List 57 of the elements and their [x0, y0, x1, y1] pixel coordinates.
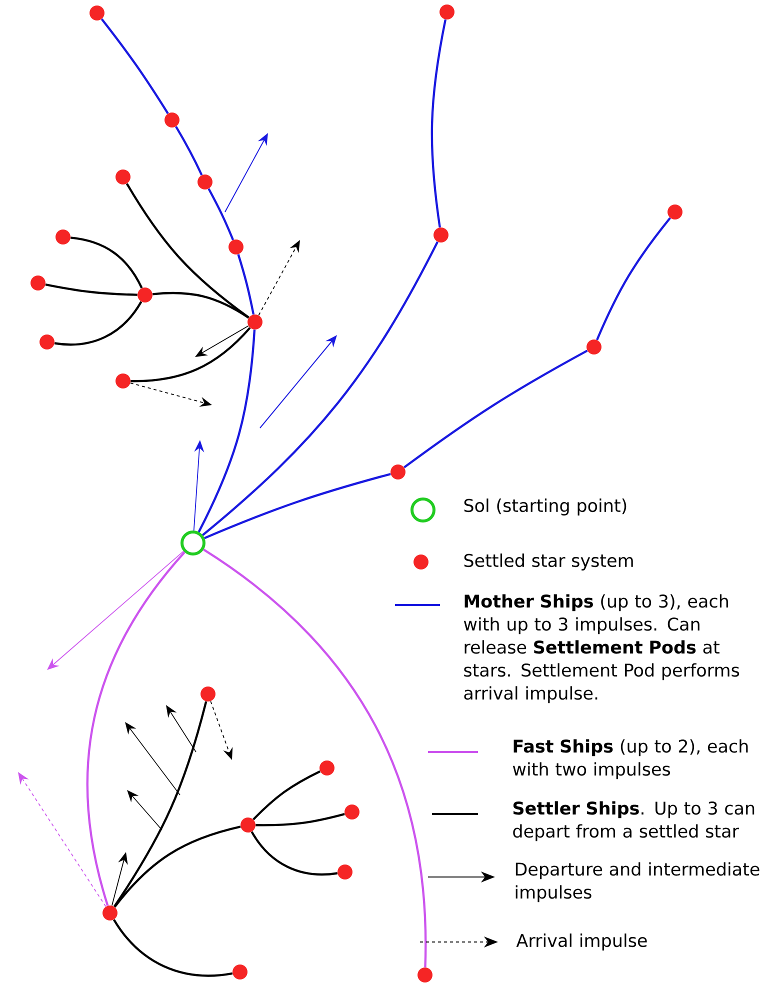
- star-dot: [440, 4, 454, 20]
- trajectory-line: [114, 826, 241, 908]
- star-dot: [30, 276, 46, 290]
- star-dot: [320, 760, 334, 776]
- star-dot: [232, 964, 248, 980]
- trajectory-line: [70, 236, 143, 288]
- legend-text: Mother Ships (up to 3), each with up to 3 impulses. Can release Settlement Pods at stars. Settlement Pod performs arrival impulse.: [464, 594, 740, 704]
- trajectory-line: [404, 350, 588, 468]
- trajectory-line: [252, 770, 321, 820]
- star-dot: [40, 334, 54, 350]
- trajectory-line: [113, 701, 208, 908]
- star-dot: [116, 374, 130, 388]
- trajectory-line: [256, 812, 345, 826]
- trajectory-line: [430, 19, 447, 228]
- trajectory-line: [237, 254, 255, 315]
- impulse-arrow: [47, 550, 184, 670]
- star-dot: [390, 464, 406, 480]
- star-dot: [668, 204, 682, 220]
- trajectory-line: [152, 292, 250, 319]
- trajectory-line: [45, 283, 138, 296]
- legend-text: Sol (starting point): [464, 498, 626, 516]
- star-dot: [102, 906, 118, 920]
- star-dot: [90, 6, 104, 20]
- legend-text: Fast Ships (up to 2), each with two impulses: [512, 739, 748, 780]
- star-dot: [586, 340, 602, 354]
- star-dot: [418, 968, 432, 982]
- trajectory-line: [86, 552, 186, 906]
- star-dot: [434, 228, 448, 242]
- trajectory-line: [113, 919, 233, 977]
- star-dot: [338, 864, 352, 880]
- star-dot: [248, 314, 262, 330]
- sol-circle: [180, 530, 206, 556]
- star-dot: [116, 170, 130, 184]
- trajectory-line: [596, 217, 672, 340]
- star-dot: [344, 804, 360, 820]
- trajectory-line: [250, 831, 338, 876]
- star-dot: [138, 288, 152, 302]
- trajectory-line: [202, 241, 438, 536]
- star-dot: [200, 686, 216, 702]
- trajectory-line: [203, 548, 426, 968]
- trajectory-line: [208, 188, 234, 240]
- trajectory-line: [100, 18, 169, 114]
- trajectory-line: [126, 183, 250, 318]
- star-dot: [164, 112, 180, 128]
- star-dot: [228, 240, 244, 254]
- legend-text: Settler Ships. Up to 3 can depart from a settled star: [513, 801, 754, 842]
- star-dot: [240, 818, 256, 832]
- trajectory-line: [198, 330, 256, 532]
- star-dot: [56, 230, 70, 244]
- legend-text: Settled star system: [464, 554, 633, 570]
- star-dot: [198, 174, 212, 190]
- trajectory-line: [130, 327, 251, 382]
- trajectory-line: [204, 472, 391, 540]
- legend-text: Arrival impulse: [516, 934, 647, 950]
- legend-text: Departure and intermediate impulses: [516, 862, 760, 902]
- trajectory-line: [54, 301, 142, 346]
- trajectory-line: [175, 126, 203, 176]
